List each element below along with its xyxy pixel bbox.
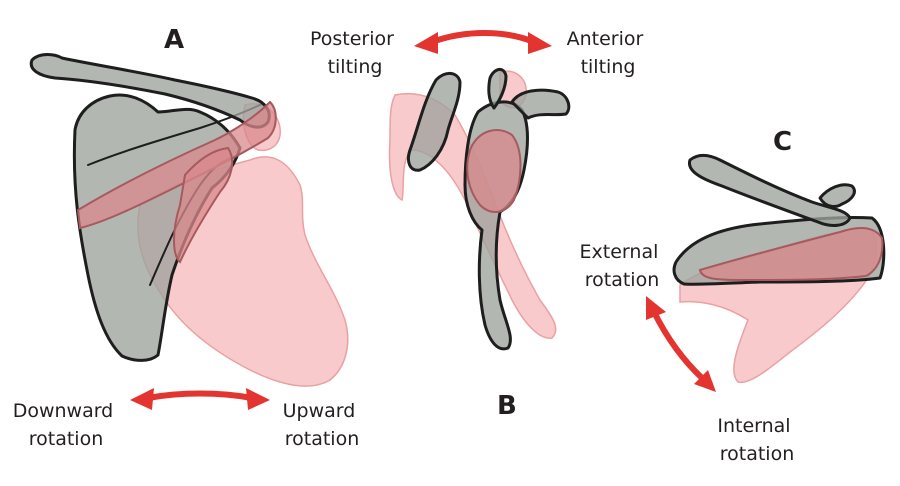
rotation-arrow-a — [130, 388, 270, 410]
acromion-grey-b-shape — [510, 88, 571, 120]
glenoid-overlap-red-shape — [466, 129, 522, 213]
rotation-arrow-c — [646, 296, 716, 392]
arrow-shaft — [651, 309, 705, 381]
label-line: Internal — [717, 415, 790, 437]
external-rotation-label: External rotation — [580, 241, 665, 291]
label-line: Anterior — [567, 28, 644, 50]
panel-a: A Downward rotation Upward rotation — [13, 25, 362, 450]
label-line: rotation — [585, 269, 660, 291]
coracoid-b-grey-shape — [487, 68, 508, 110]
internal-rotation-label: Internal rotation — [717, 415, 796, 465]
downward-rotation-label: Downward rotation — [13, 400, 120, 450]
panel-b-letter: B — [497, 391, 517, 421]
label-line: Downward — [13, 400, 114, 422]
label-line: rotation — [720, 443, 795, 465]
arrow-shaft — [429, 30, 537, 45]
panel-c: C External rotation Internal rotation — [580, 127, 886, 465]
arrow-head-bottom — [694, 370, 716, 392]
arrow-head-left — [130, 388, 154, 410]
label-line: Upward — [283, 400, 356, 422]
anterior-tilting-label: Anterior tilting — [567, 28, 650, 78]
arrow-shaft — [145, 390, 255, 401]
arrow-head-left — [414, 32, 438, 54]
posterior-tilting-label: Posterior tilting — [310, 28, 400, 78]
label-line: tilting — [328, 56, 383, 78]
tilting-arrow-b — [414, 30, 552, 54]
clavicle-c-grey-shape — [688, 153, 852, 227]
arrow-head-right — [528, 32, 552, 54]
panel-b: B Posterior tilting Anterior tilting — [310, 28, 650, 421]
coracoid-c-grey-shape — [818, 183, 856, 208]
arrow-head-top — [646, 296, 666, 320]
label-line: External — [580, 241, 659, 263]
clavicle-b-grey-shape — [406, 72, 462, 172]
label-line: tilting — [581, 56, 636, 78]
panel-c-letter: C — [773, 127, 792, 157]
spine-overlap-red-shape — [76, 100, 277, 230]
label-line: rotation — [29, 428, 104, 450]
label-line: rotation — [285, 428, 360, 450]
coracoid-red-shape — [173, 146, 234, 264]
upward-rotation-label: Upward rotation — [283, 400, 362, 450]
overlap-red-c-shape — [698, 227, 884, 281]
panel-a-letter: A — [164, 25, 184, 55]
label-line: Posterior — [310, 28, 394, 50]
arrow-head-right — [246, 388, 270, 410]
